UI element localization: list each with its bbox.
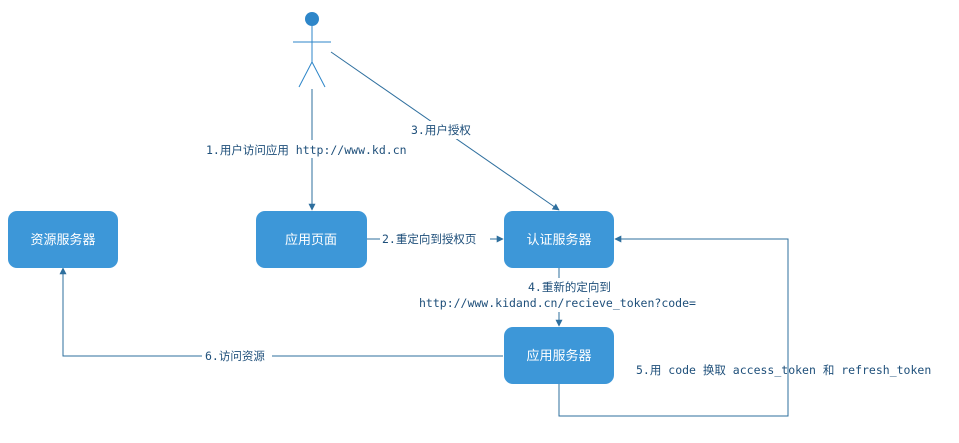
edge-step6 [59,267,503,357]
user-actor-icon [293,12,331,88]
edge-label-step4: 4.重新的定向到 http://www.kidand.cn/recieve_to… [418,278,700,312]
node-auth-server-label: 认证服务器 [526,232,591,248]
node-app-page-label: 应用页面 [285,232,337,248]
edge-label-step1: 1.用户访问应用 http://www.kd.cn [204,140,420,158]
node-auth-server: 认证服务器 [504,211,614,268]
edge-label-step5-text: 5.用 code 换取 access_token 和 refresh_token [636,363,931,377]
node-app-page: 应用页面 [256,211,367,268]
edge-label-step1-text: 1.用户访问应用 http://www.kd.cn [206,143,407,157]
edge-label-step2: 2.重定向到授权页 [380,230,490,248]
edge-label-step4-line1: 4.重新的定向到 [528,280,611,294]
edge-step5 [558,235,789,417]
node-resource-server: 资源服务器 [8,211,118,268]
edge-label-step4-line2: http://www.kidand.cn/recieve_token?code= [419,296,696,310]
node-app-server-label: 应用服务器 [526,348,591,364]
edge-label-step3-text: 3.用户授权 [411,123,471,137]
edge-label-step6: 6.访问资源 [202,347,272,365]
node-app-server: 应用服务器 [504,327,614,384]
edge-label-step3: 3.用户授权 [408,121,478,139]
edge-label-step6-text: 6.访问资源 [205,349,265,363]
node-resource-server-label: 资源服务器 [30,232,95,248]
edge-label-step5: 5.用 code 换取 access_token 和 refresh_token [636,363,931,377]
edge-label-step2-text: 2.重定向到授权页 [382,232,476,246]
